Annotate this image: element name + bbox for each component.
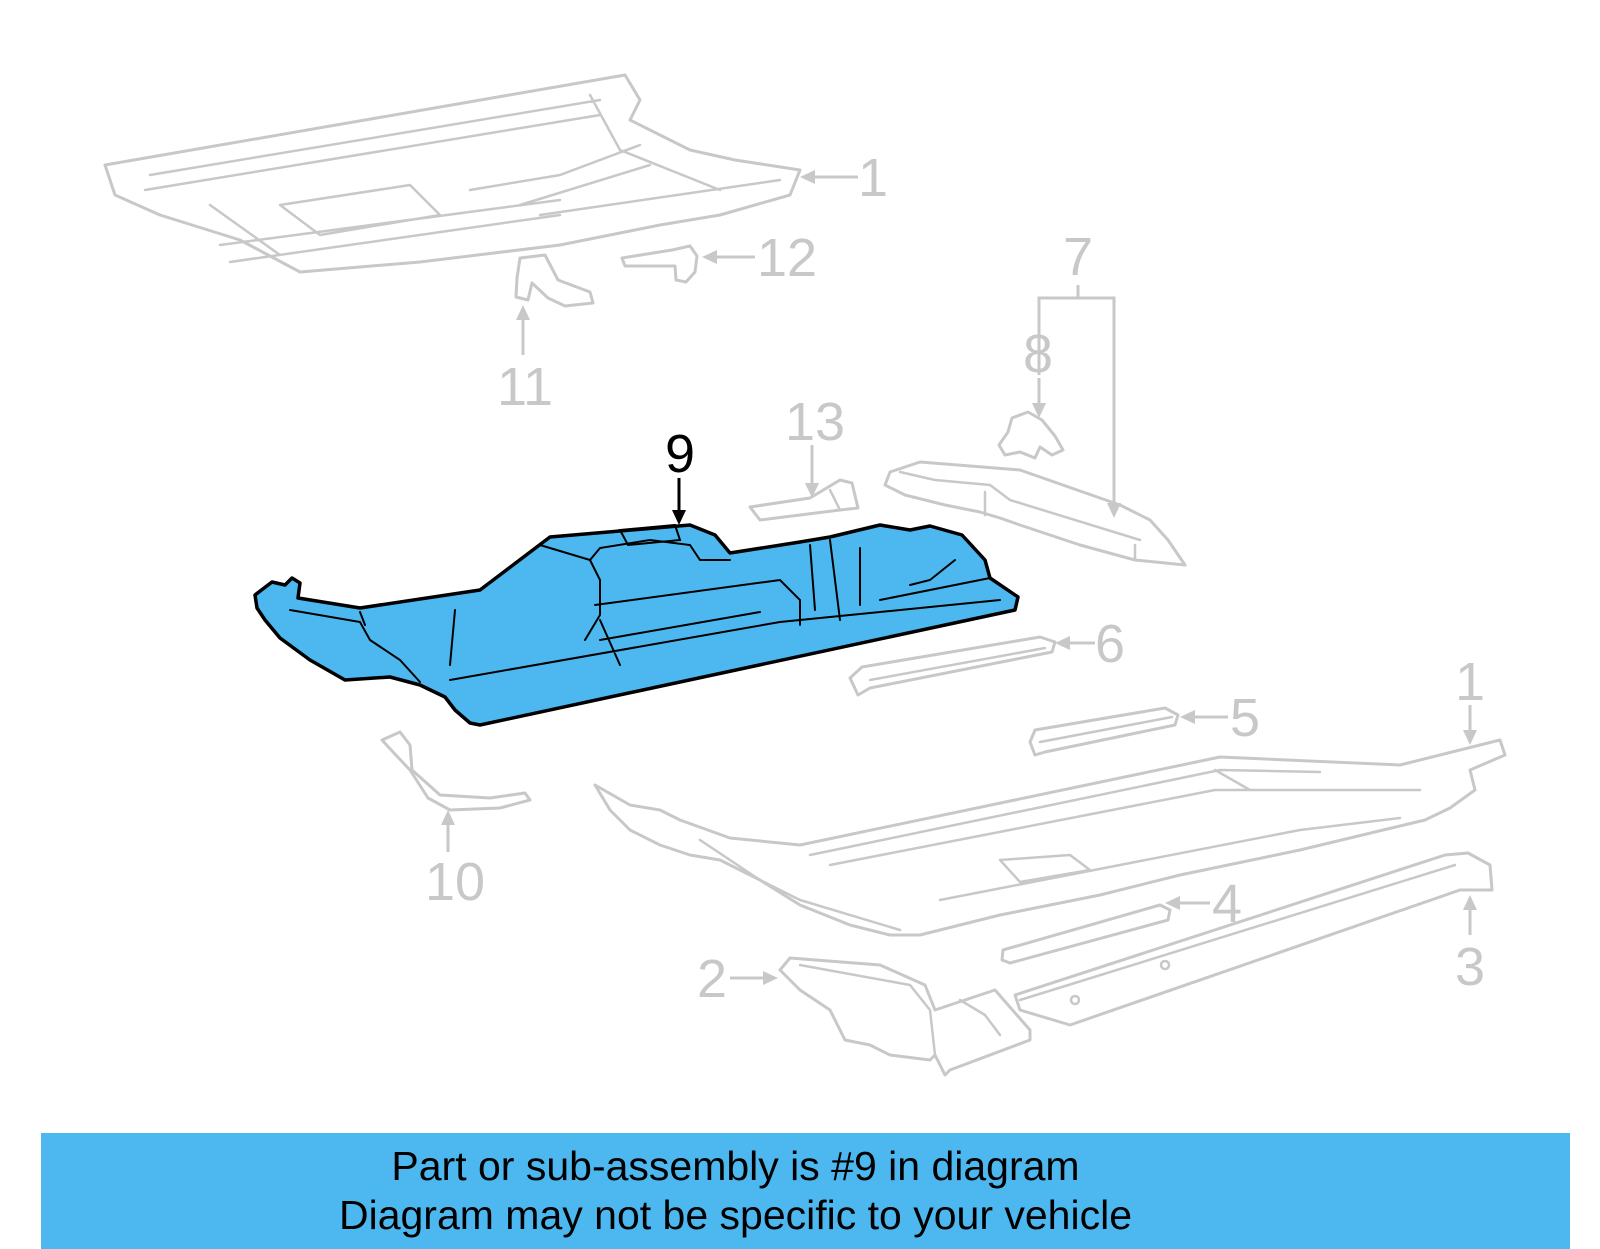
callout-4[interactable]: 4 bbox=[1165, 874, 1242, 934]
callout-1-right[interactable]: 1 bbox=[1455, 652, 1485, 745]
callout-1-top[interactable]: 1 bbox=[800, 148, 888, 208]
callout-11[interactable]: 11 bbox=[497, 305, 553, 417]
callout-3-label: 3 bbox=[1455, 937, 1485, 997]
callout-13-label: 13 bbox=[785, 392, 845, 452]
callout-13[interactable]: 13 bbox=[785, 392, 845, 498]
info-banner: Part or sub-assembly is #9 in diagram Di… bbox=[41, 1133, 1570, 1249]
callout-7[interactable]: 7 bbox=[1037, 227, 1121, 518]
callout-3[interactable]: 3 bbox=[1455, 895, 1485, 997]
callout-1-right-label: 1 bbox=[1455, 652, 1485, 712]
callout-10[interactable]: 10 bbox=[425, 810, 485, 912]
callout-5[interactable]: 5 bbox=[1180, 688, 1260, 748]
part-3-rocker bbox=[1013, 851, 1494, 1027]
part-10-bracket bbox=[380, 730, 532, 812]
callout-10-label: 10 bbox=[425, 852, 485, 912]
part-9-heat-shield[interactable] bbox=[253, 523, 1020, 727]
callout-6-label: 6 bbox=[1095, 614, 1125, 674]
part-8-clip bbox=[997, 410, 1065, 460]
part-6-rail bbox=[848, 635, 1057, 697]
part-5-rail bbox=[1028, 706, 1180, 757]
callout-12[interactable]: 12 bbox=[702, 228, 817, 288]
banner-line-2: Diagram may not be specific to your vehi… bbox=[338, 1192, 1132, 1238]
part-13-brace bbox=[748, 478, 860, 522]
callout-8-label: 8 bbox=[1023, 324, 1053, 384]
part-11-bracket bbox=[514, 253, 595, 308]
callout-1-top-label: 1 bbox=[858, 148, 888, 208]
part-1-rear-floor-pan bbox=[593, 738, 1507, 937]
callout-5-label: 5 bbox=[1230, 688, 1260, 748]
part-1-front-floor-pan bbox=[103, 73, 802, 274]
callout-9-label: 9 bbox=[665, 424, 695, 484]
callout-7-label: 7 bbox=[1063, 227, 1093, 287]
callout-4-label: 4 bbox=[1212, 874, 1242, 934]
part-2-pillar bbox=[778, 956, 1032, 1077]
callout-2-label: 2 bbox=[697, 949, 727, 1009]
callout-11-label: 11 bbox=[497, 357, 553, 417]
parts-diagram: 1 12 11 7 8 13 9 6 1 bbox=[103, 73, 1507, 1077]
callout-12-label: 12 bbox=[757, 228, 817, 288]
banner-line-1: Part or sub-assembly is #9 in diagram bbox=[391, 1143, 1080, 1189]
part-7-crossmember bbox=[883, 460, 1187, 567]
callout-9[interactable]: 9 bbox=[665, 424, 695, 525]
part-12-bracket bbox=[620, 244, 699, 284]
callout-8[interactable]: 8 bbox=[1023, 324, 1053, 418]
part-4-rail bbox=[1000, 903, 1172, 965]
callout-6[interactable]: 6 bbox=[1055, 614, 1125, 674]
callout-2[interactable]: 2 bbox=[697, 949, 778, 1009]
